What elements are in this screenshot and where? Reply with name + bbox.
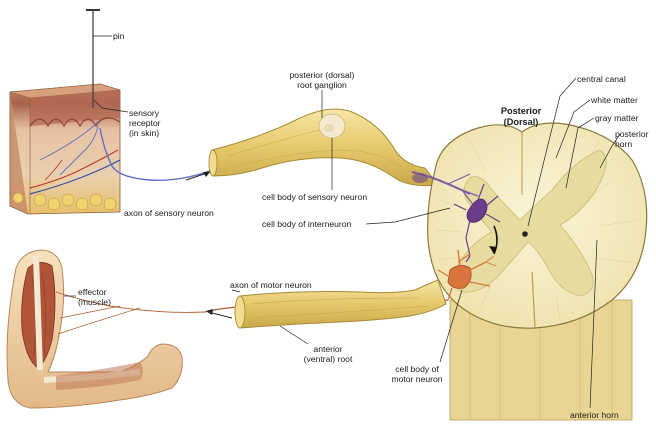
label-central-canal: central canal: [577, 74, 626, 84]
label-anterior-root-line1: anterior: [288, 344, 368, 354]
label-posterior-dorsal-line2: (Dorsal): [486, 117, 556, 128]
label-posterior-root-ganglion: posterior (dorsal) root ganglion: [272, 70, 372, 90]
label-axon-sensory: axon of sensory neuron: [124, 208, 214, 218]
label-effector-line1: effector: [78, 287, 111, 297]
label-cell-body-motor: cell body of motor neuron: [382, 364, 452, 384]
label-white-matter: white matter: [591, 95, 638, 105]
skin-block: [10, 84, 212, 214]
label-posterior-root-ganglion-line2: root ganglion: [272, 80, 372, 90]
label-cell-body-interneuron: cell body of interneuron: [262, 219, 351, 229]
label-anterior-horn: anterior horn: [570, 410, 619, 420]
label-cell-body-sensory: cell body of sensory neuron: [262, 192, 367, 202]
posterior-root: [186, 109, 438, 186]
label-anterior-root: anterior (ventral) root: [288, 344, 368, 364]
label-posterior-dorsal-line1: Posterior: [486, 106, 556, 117]
label-gray-matter: gray matter: [595, 113, 638, 123]
label-sensory-receptor: sensory receptor (in skin): [129, 108, 161, 138]
label-effector-line2: (muscle): [78, 297, 111, 307]
label-cell-body-motor-line1: cell body of: [382, 364, 452, 374]
label-axon-motor: axon of motor neuron: [230, 280, 312, 290]
label-sensory-receptor-line2: receptor: [129, 118, 161, 128]
label-sensory-receptor-line1: sensory: [129, 108, 161, 118]
label-posterior-root-ganglion-line1: posterior (dorsal): [272, 70, 372, 80]
label-posterior-horn-line2: horn: [615, 139, 648, 149]
label-posterior-dorsal: Posterior (Dorsal): [486, 106, 556, 128]
label-posterior-horn: posterior horn: [615, 129, 648, 149]
label-cell-body-motor-line2: motor neuron: [382, 374, 452, 384]
label-anterior-root-line2: (ventral) root: [288, 354, 368, 364]
label-posterior-horn-line1: posterior: [615, 129, 648, 139]
label-pin: pin: [113, 31, 124, 41]
label-sensory-receptor-line3: (in skin): [129, 128, 161, 138]
label-effector: effector (muscle): [78, 287, 111, 307]
arm-effector: [7, 250, 205, 408]
